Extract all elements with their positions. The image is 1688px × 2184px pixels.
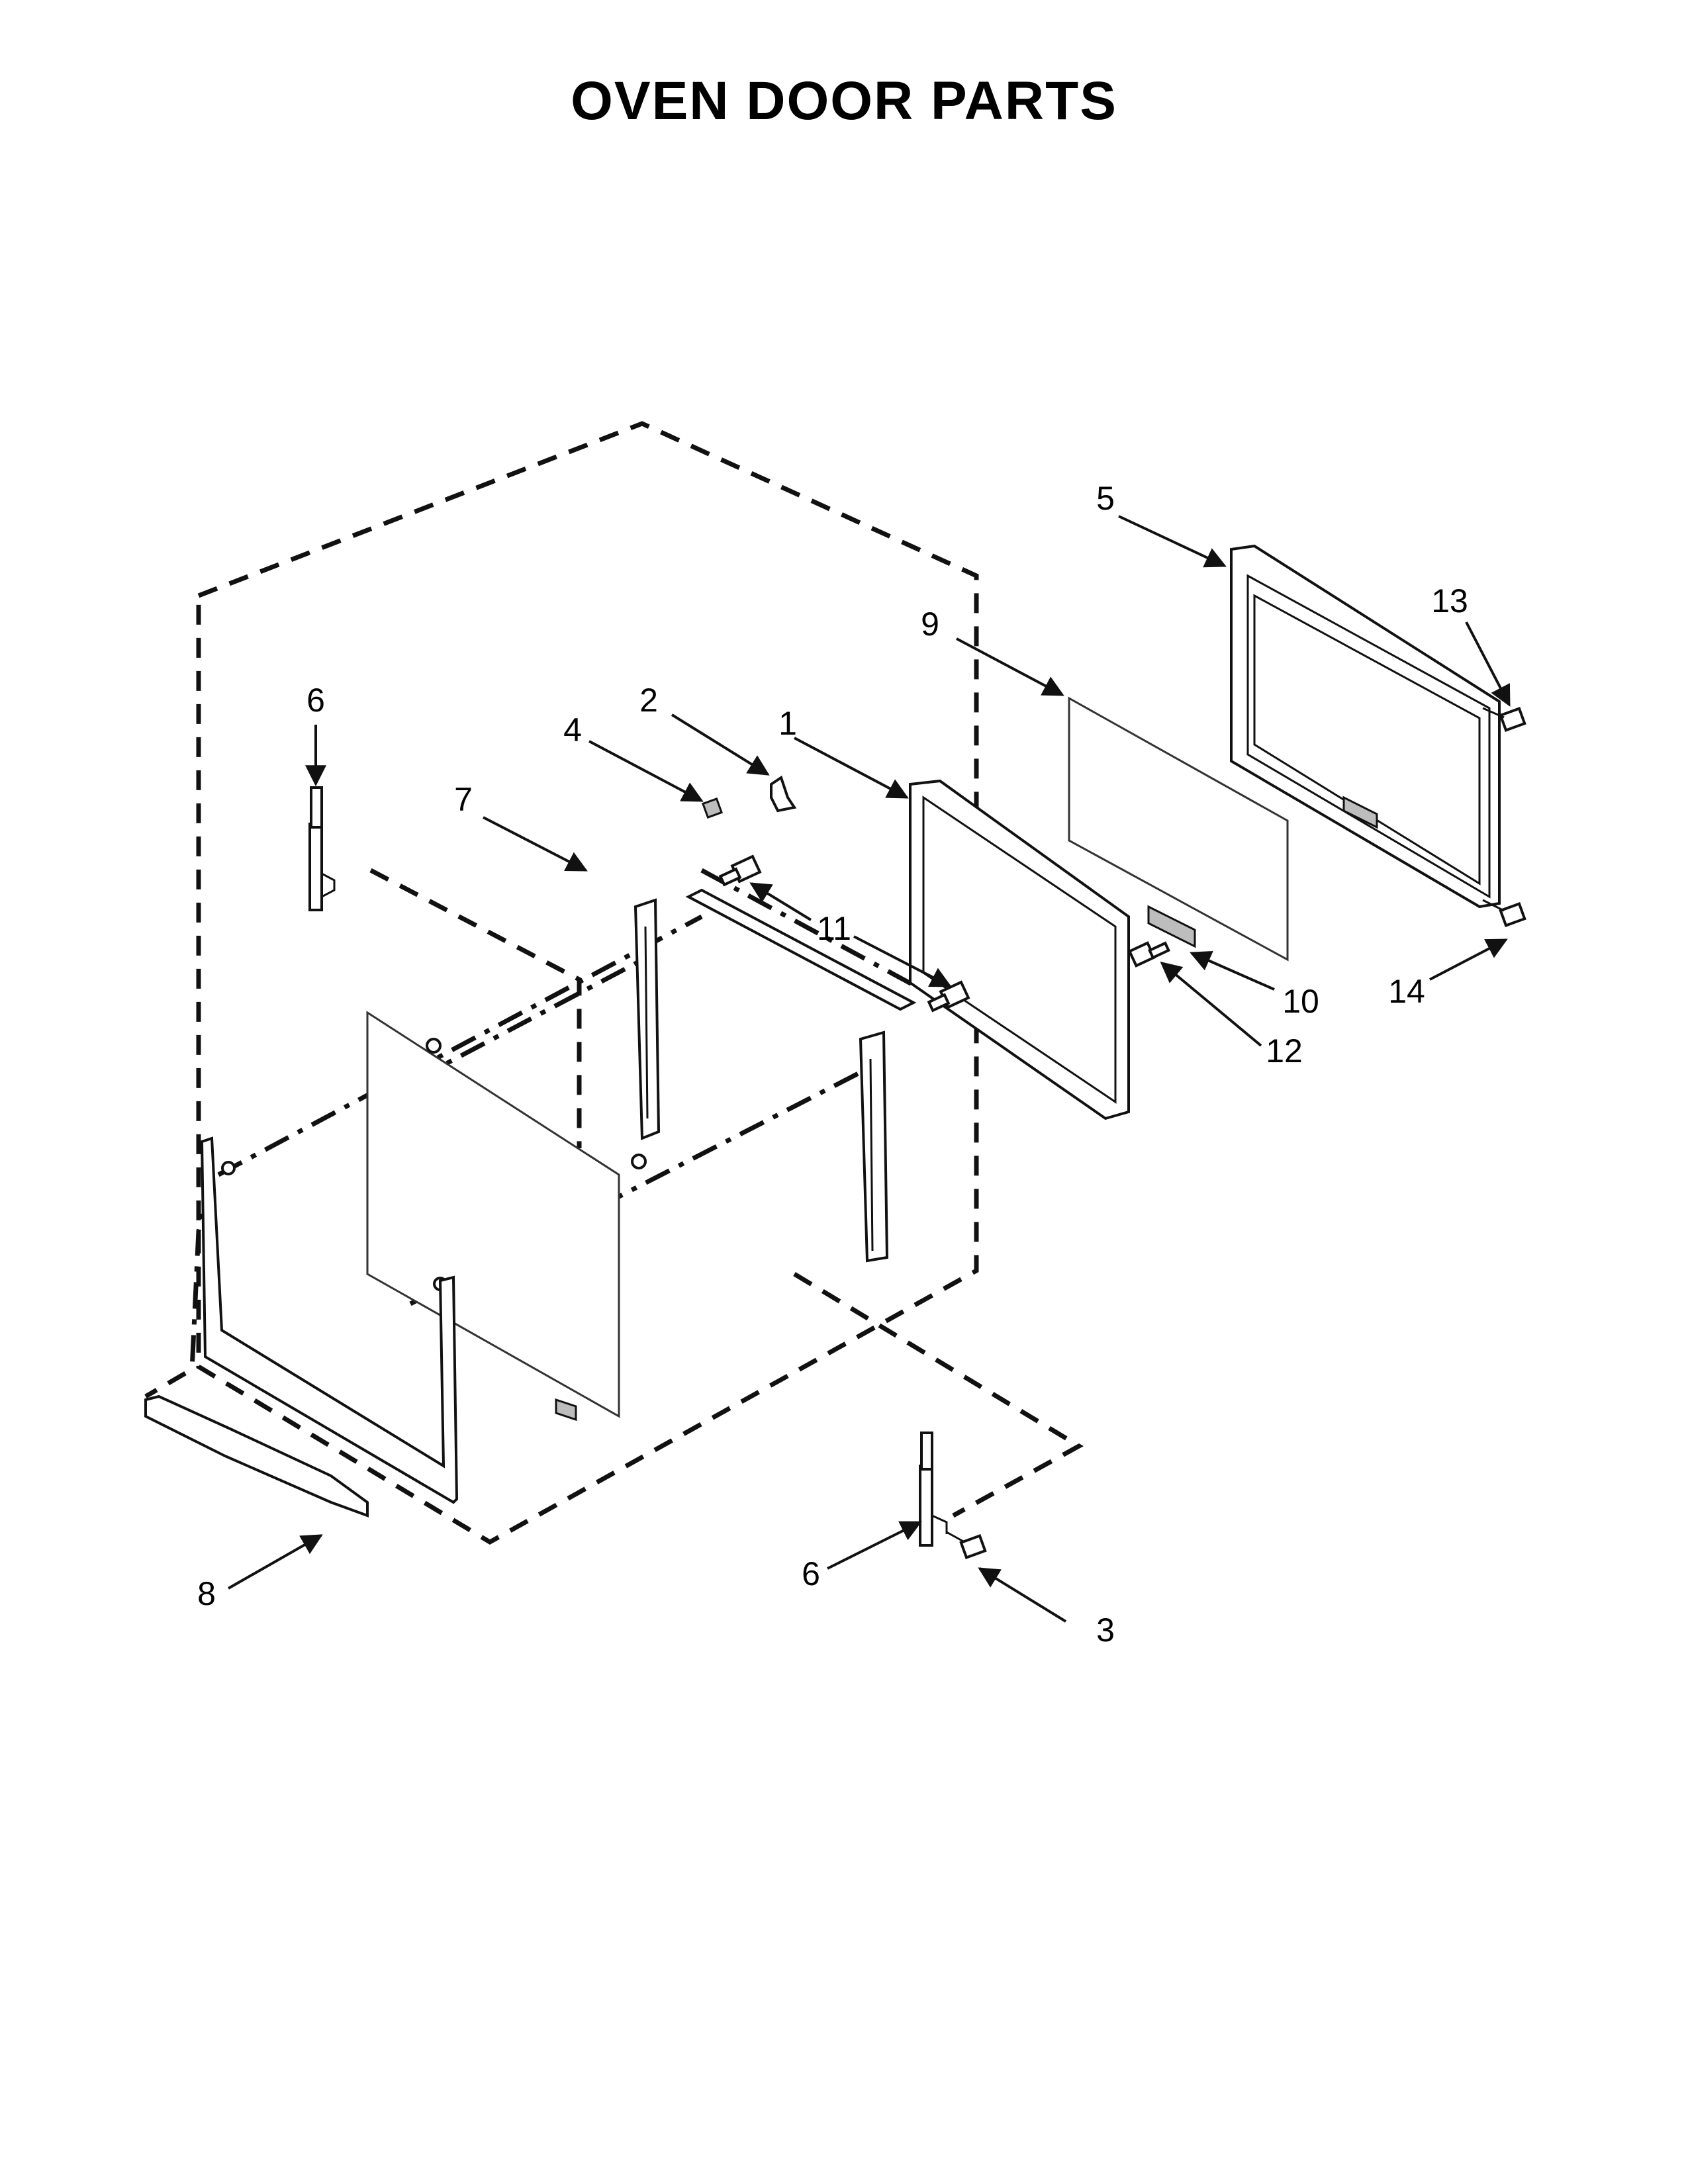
outer-door-frame (1230, 544, 1501, 909)
bracket-screw (1127, 941, 1170, 968)
door-liner-panel (909, 779, 1130, 1120)
callout-12: 12 (1266, 1032, 1303, 1069)
door-vent-trim (144, 1394, 369, 1518)
inner-glass-panel (1068, 696, 1289, 962)
liner-screw-upper (718, 854, 762, 887)
callout-6-right: 6 (802, 1555, 820, 1592)
callout-6-left: 6 (306, 682, 325, 719)
page-title: OVEN DOOR PARTS (571, 71, 1117, 131)
callout-13: 13 (1431, 582, 1468, 619)
hinge-right (919, 1432, 948, 1547)
callout-7: 7 (454, 781, 473, 818)
inner-door-frame (633, 888, 917, 1263)
callout-8: 8 (197, 1575, 216, 1612)
front-door-glass (221, 1011, 647, 1418)
callout-4: 4 (563, 711, 582, 749)
hinge-screw (946, 1531, 987, 1559)
glass-bracket (1147, 905, 1196, 948)
frame-screw-upper (1482, 707, 1526, 732)
frame-screw-lower (1482, 899, 1526, 927)
door-clip (770, 775, 797, 813)
callout-11: 11 (817, 910, 851, 947)
front-door-panel (200, 1136, 577, 1504)
door-switch-clip (701, 797, 724, 819)
leader-lines (228, 515, 1511, 1623)
callout-1: 1 (778, 705, 797, 742)
callout-14: 14 (1388, 973, 1425, 1010)
callout-3: 3 (1096, 1612, 1115, 1649)
callout-2: 2 (639, 682, 658, 719)
callout-5: 5 (1096, 480, 1115, 517)
callout-labels: 1 2 3 4 5 6 6 7 8 9 10 11 12 13 14 (197, 480, 1468, 1649)
hinge-left (308, 786, 336, 911)
callout-9: 9 (921, 606, 939, 643)
callout-10: 10 (1282, 983, 1319, 1020)
